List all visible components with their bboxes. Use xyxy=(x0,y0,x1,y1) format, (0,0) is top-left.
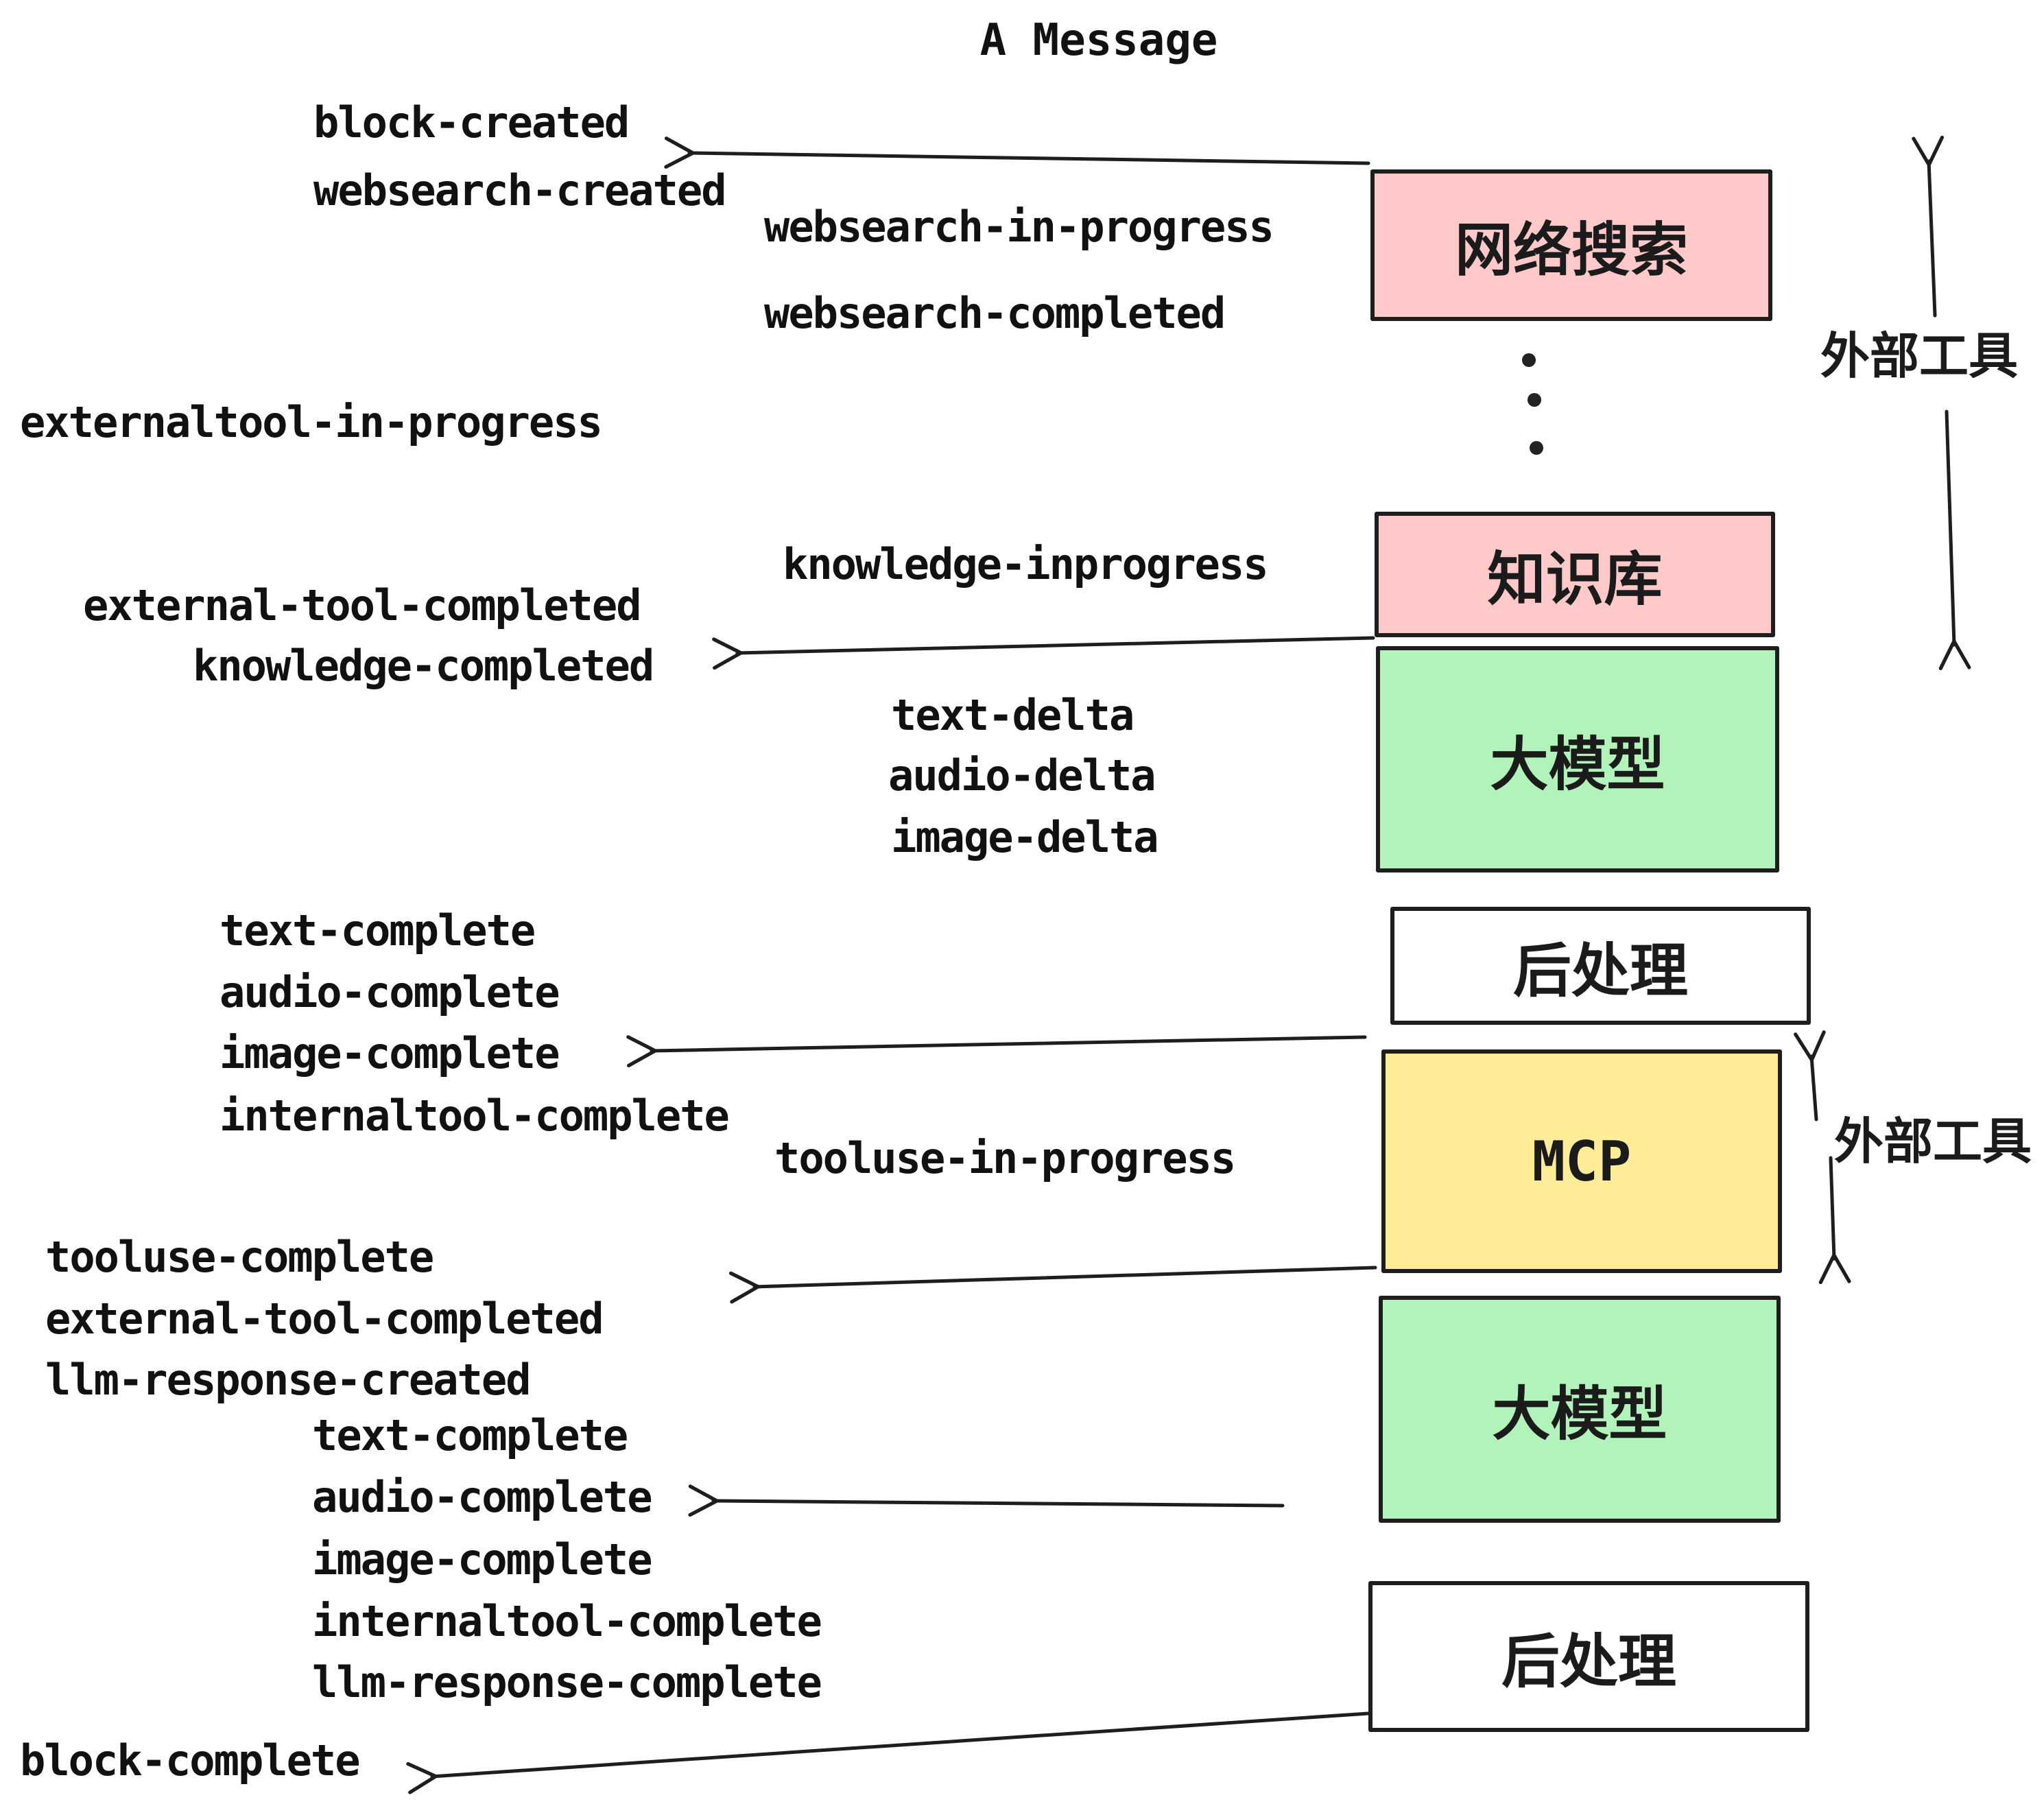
to-image-complete-arrow xyxy=(626,1035,1367,1068)
event-label: audio-complete xyxy=(219,967,560,1017)
event-label: externaltool-in-progress xyxy=(20,397,603,447)
event-label: audio-delta xyxy=(888,750,1156,800)
websearch-box: 网络搜索 xyxy=(1370,169,1772,321)
external-tool-up-2-arrow xyxy=(1794,1030,1826,1121)
box-label: MCP xyxy=(1532,1129,1632,1194)
event-label: external-tool-completed xyxy=(45,1294,604,1344)
box-label: 网络搜索 xyxy=(1454,218,1688,283)
event-label: knowledge-inprogress xyxy=(783,539,1269,589)
external-tool-up-1-arrow xyxy=(1912,135,1945,318)
event-label: websearch-completed xyxy=(764,288,1226,338)
box-label: 大模型 xyxy=(1492,1382,1667,1447)
llm-box-2: 大模型 xyxy=(1379,1296,1781,1523)
event-label: block-complete xyxy=(20,1735,361,1785)
external-tool-down-2-arrow xyxy=(1818,1156,1851,1285)
llm-box-1: 大模型 xyxy=(1376,646,1779,873)
event-label: block-created xyxy=(313,97,630,147)
event-label: tooluse-complete xyxy=(45,1232,434,1282)
ellipsis-dot xyxy=(1522,353,1536,367)
box-label: 知识库 xyxy=(1487,547,1663,613)
event-label: knowledge-completed xyxy=(193,641,654,691)
event-label: internaltool-complete xyxy=(312,1596,822,1646)
event-label: llm-response-complete xyxy=(312,1657,822,1707)
box-label: 大模型 xyxy=(1490,732,1665,798)
event-label: internaltool-complete xyxy=(219,1091,730,1141)
to-block-created-arrow xyxy=(664,137,1370,169)
external-tool-down-1-arrow xyxy=(1938,410,1971,671)
knowledge-box: 知识库 xyxy=(1375,512,1775,637)
page-title: A Message xyxy=(979,15,1218,66)
event-label: text-complete xyxy=(219,905,536,956)
box-label: 后处理 xyxy=(1501,1629,1676,1695)
event-label: audio-complete xyxy=(312,1472,653,1522)
event-label: image-delta xyxy=(891,812,1159,862)
event-label: external-tool-completed xyxy=(83,580,642,630)
ellipsis-dot xyxy=(1528,393,1541,407)
to-block-complete-arrow xyxy=(406,1711,1370,1794)
box-label: 后处理 xyxy=(1512,938,1688,1004)
to-audio-complete-arrow xyxy=(688,1484,1285,1517)
ellipsis-dot xyxy=(1530,441,1543,455)
external-tools-label: 外部工具 xyxy=(1820,329,2019,384)
event-label: websearch-created xyxy=(313,165,727,215)
event-label: websearch-in-progress xyxy=(764,202,1274,252)
to-knowledge-completed-arrow xyxy=(712,636,1375,670)
external-tools-label: 外部工具 xyxy=(1833,1115,2032,1170)
postprocess-box-2: 后处理 xyxy=(1368,1581,1809,1732)
event-label: text-delta xyxy=(891,690,1134,740)
event-label: image-complete xyxy=(312,1534,653,1585)
mcp-box: MCP xyxy=(1381,1049,1782,1273)
to-tooluse-complete-arrow xyxy=(728,1266,1377,1304)
event-label: tooluse-in-progress xyxy=(774,1133,1236,1183)
event-label: llm-response-created xyxy=(45,1355,532,1405)
postprocess-box-1: 后处理 xyxy=(1390,907,1811,1025)
event-label: text-complete xyxy=(312,1410,628,1460)
event-label: image-complete xyxy=(219,1028,560,1078)
